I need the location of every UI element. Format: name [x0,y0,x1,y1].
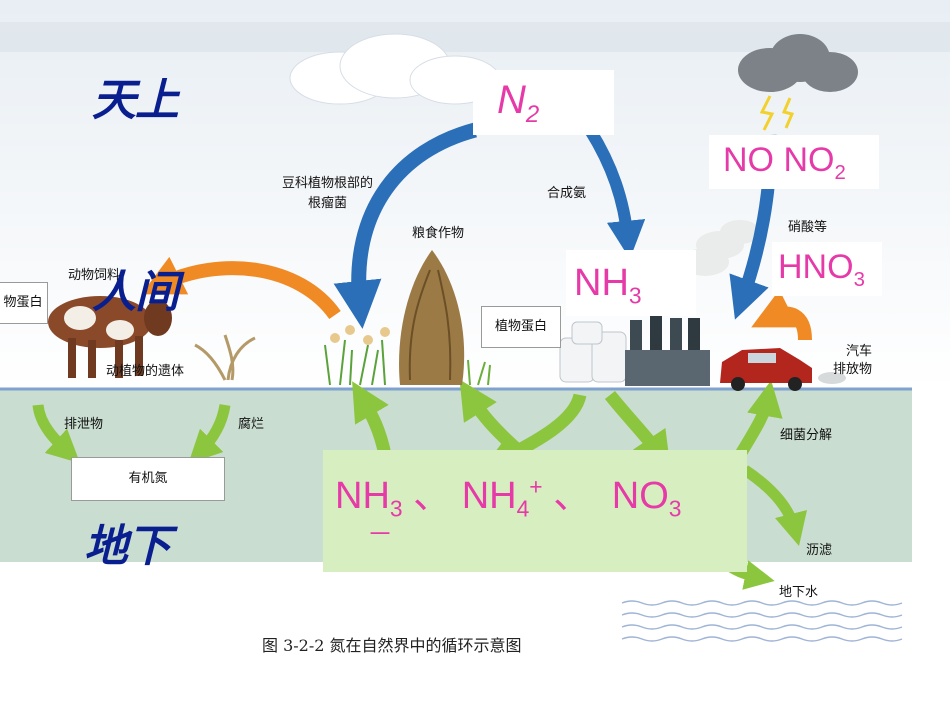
label-remains: 动植物的遗体 [106,364,185,379]
hno3-formula: HNO3 [778,248,865,292]
hno3-box: HNO3 [772,242,882,296]
arrow-soil-to-plants [459,379,525,457]
label-car: 汽车 [846,344,873,359]
label-nitric-acid: 硝酸等 [788,220,828,235]
label-animal-feed: 动物饲料 [68,268,121,283]
region-underground-label: 地下 [84,521,171,572]
soil-nh4-sub: 4 [516,495,530,522]
arrow-decay [188,403,231,464]
label-excretion: 排泄物 [64,417,104,432]
region-human-label: 人间 [92,267,179,318]
grain-crop-illustration [399,250,465,385]
soil-nh4-sup: + [529,473,543,500]
nh3-base: NH [574,262,629,304]
label-bacteria: 细菌分解 [780,428,833,443]
soil-nh4: NH [461,475,517,517]
label-legume: 豆科植物根部的 [282,176,374,191]
n2-formula: N2 [497,78,539,129]
nh3-sub: 3 [628,282,642,309]
soil-separator-1: 、 [413,475,452,517]
label-decay: 腐烂 [238,417,265,432]
arrow-bacteria [734,380,783,459]
nh3-formula: NH3 [574,262,642,310]
n2-box: N2 [473,70,614,135]
soil-compounds-box: NH3 、 NH4+ 、 NO3 － [323,450,747,572]
figure-caption: 图 3-2-2 氮在自然界中的循环示意图 [262,636,522,655]
arrow-soil-to-legume [352,381,392,457]
animal-protein-box: 物蛋白 [0,282,48,324]
legume-flowers [330,325,390,345]
groundwater-waves [621,600,903,642]
no-text: NO [723,141,774,179]
label-nodule: 根瘤菌 [308,196,348,211]
plant-protein-box: 植物蛋白 [481,306,561,348]
factory-illustration [625,315,710,386]
no2-text: NO [783,141,835,179]
label-animal-protein: 物蛋白 [3,295,43,310]
dead-plant-illustration [194,334,256,381]
hno3-sub: 3 [853,268,865,291]
hno3-base: HNO [778,248,854,286]
arrow-plant-to-animal [141,256,341,320]
no-no2-formula: NO NO2 [723,141,846,185]
arrow-n2-to-nh3 [584,126,646,260]
lightning-bolts [759,95,795,131]
no2-sub: 2 [834,161,846,184]
arrow-n2-to-legume [333,122,477,329]
arrow-excretion [32,404,81,464]
label-organic-n: 有机氮 [128,471,168,486]
arrow-car-emission [751,289,812,341]
storm-cloud [738,34,858,92]
n2-sub: 2 [525,101,540,128]
fertilizer-bags [559,321,627,383]
label-plant-protein: 植物蛋白 [494,319,547,334]
grass-tufts [467,359,491,386]
no-no2-box: NO NO2 [709,135,879,189]
label-ammonia-synthesis: 合成氨 [547,186,587,201]
soil-nh3: NH [335,475,390,517]
car-illustration [720,348,846,391]
label-grain: 粮食作物 [412,226,465,241]
soil-no3-charge: － [367,519,394,549]
region-sky-label: 天上 [92,75,179,126]
soil-compounds-formula: NH3 、 NH4+ 、 NO3 [335,464,681,523]
nh3-box: NH3 [566,250,696,316]
soil-separator-2: 、 [553,475,592,517]
organic-n-box: 有机氮 [71,457,225,501]
cow-illustration [48,296,172,378]
arrow-leach [741,465,807,547]
label-emission: 排放物 [833,362,873,377]
n2-base: N [497,78,526,122]
label-groundwater: 地下水 [779,585,819,600]
soil-no3: NO [611,475,669,517]
legume-plants [324,339,386,386]
soil-no3-sub: 3 [668,495,682,522]
label-leach: 沥滤 [806,543,833,558]
soil-nh3-sub: 3 [389,495,403,522]
